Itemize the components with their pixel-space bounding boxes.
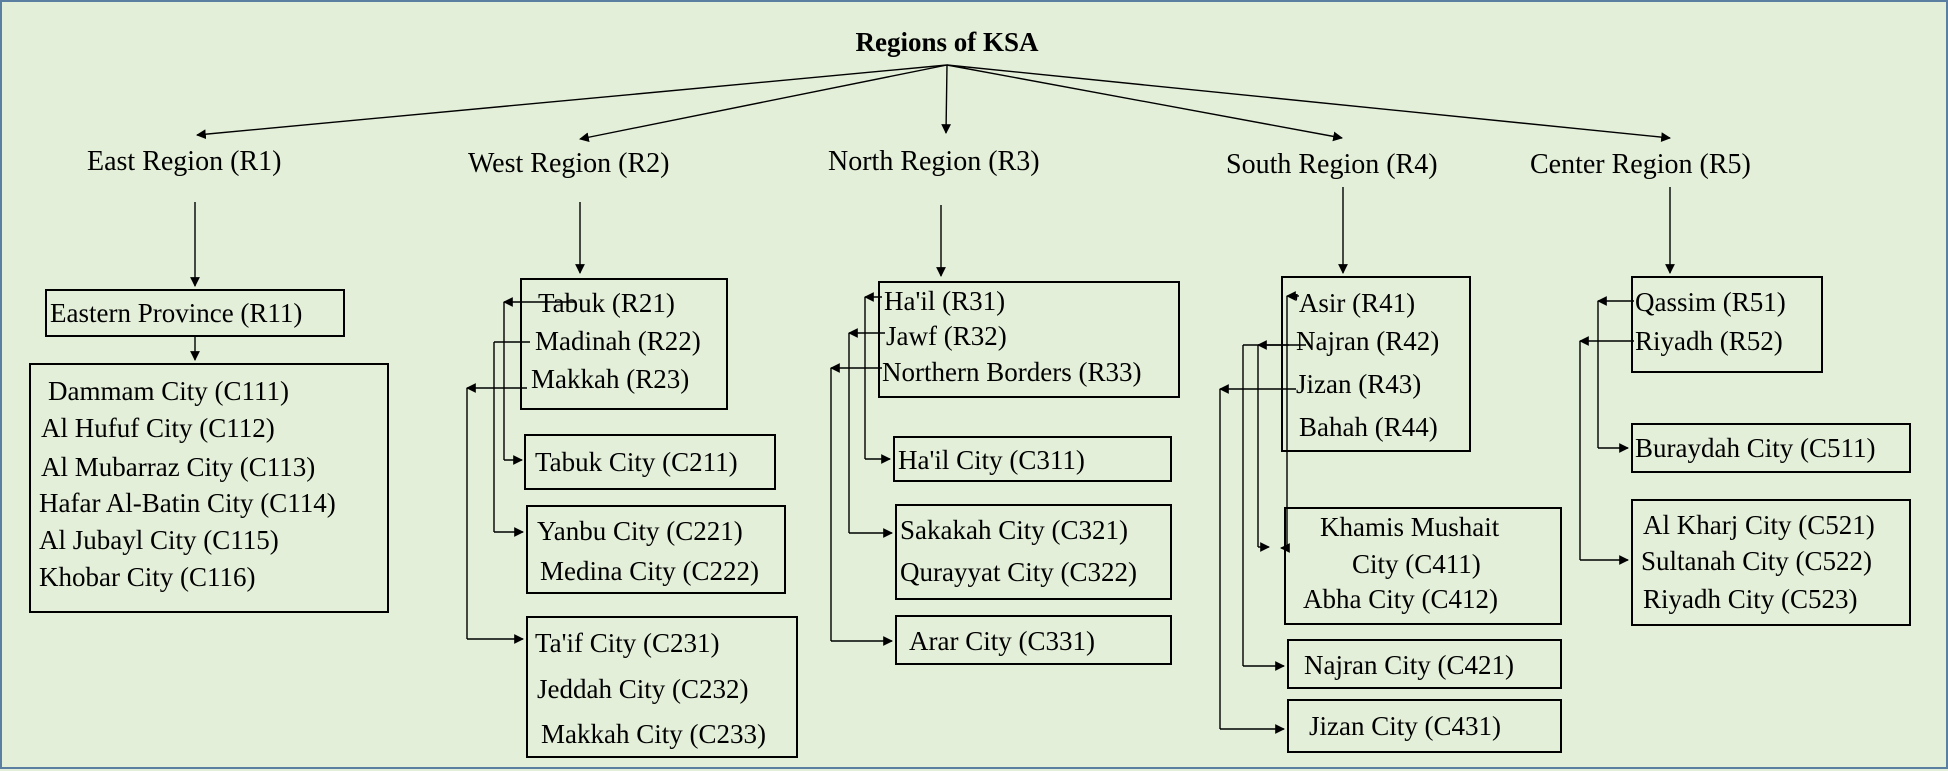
city-dammam: Dammam City (C111) xyxy=(48,376,289,406)
city-box-madinah: Yanbu City (C221) Medina City (C222) xyxy=(526,505,786,594)
subregion-box-west: Tabuk (R21) Madinah (R22) Makkah (R23) xyxy=(520,278,728,410)
region-label-east: East Region (R1) xyxy=(87,146,282,177)
connector-arrow xyxy=(579,64,948,143)
city-najran: Najran City (C421) xyxy=(1304,650,1514,680)
city-buraydah: Buraydah City (C511) xyxy=(1635,433,1876,463)
city-abha: Abha City (C412) xyxy=(1303,584,1498,614)
city-box-jawf: Sakakah City (C321) Qurayyat City (C322) xyxy=(895,504,1172,600)
city-al-hufuf: Al Hufuf City (C112) xyxy=(41,413,275,443)
city-jizan: Jizan City (C431) xyxy=(1309,711,1501,741)
city-box-tabuk: Tabuk City (C211) xyxy=(524,434,776,490)
subregion-box-east: Eastern Province (R11) xyxy=(45,289,345,337)
subregion-jizan: Jizan (R43) xyxy=(1296,369,1422,399)
city-box-asir: Khamis Mushait City (C411) Abha City (C4… xyxy=(1284,507,1562,625)
city-khamis-mushait-line1: Khamis Mushait xyxy=(1320,512,1500,542)
city-tabuk: Tabuk City (C211) xyxy=(535,447,738,477)
subregion-hail: Ha'il (R31) xyxy=(884,286,1006,316)
city-qurayyat: Qurayyat City (C322) xyxy=(900,557,1137,587)
city-box-makkah: Ta'if City (C231) Jeddah City (C232) Mak… xyxy=(526,616,798,758)
subregion-jawf: Jawf (R32) xyxy=(886,321,1007,351)
city-sultanah: Sultanah City (C522) xyxy=(1641,546,1872,576)
city-box-riyadh: Al Kharj City (C521) Sultanah City (C522… xyxy=(1631,499,1911,626)
region-label-west: West Region (R2) xyxy=(468,148,670,179)
subregion-makkah: Makkah (R23) xyxy=(531,364,690,394)
city-khobar: Khobar City (C116) xyxy=(39,562,256,592)
city-hafar-al-batin: Hafar Al-Batin City (C114) xyxy=(39,488,336,518)
city-arar: Arar City (C331) xyxy=(909,626,1095,656)
city-box-northern-borders: Arar City (C331) xyxy=(895,615,1172,665)
connector-arrow xyxy=(946,64,1671,142)
city-makkah: Makkah City (C233) xyxy=(541,719,766,749)
connector-arrow xyxy=(941,64,952,134)
subregion-bahah: Bahah (R44) xyxy=(1299,412,1438,442)
city-sakakah: Sakakah City (C321) xyxy=(900,515,1128,545)
diagram-title: Regions of KSA xyxy=(855,27,1039,57)
subregion-riyadh: Riyadh (R52) xyxy=(1635,326,1783,356)
subregion-qassim: Qassim (R51) xyxy=(1635,287,1786,317)
city-khamis-mushait-line2: City (C411) xyxy=(1352,549,1481,579)
city-jeddah: Jeddah City (C232) xyxy=(537,674,749,704)
subregion-eastern-province: Eastern Province (R11) xyxy=(50,298,303,328)
city-box-qassim: Buraydah City (C511) xyxy=(1631,423,1911,473)
city-al-jubayl: Al Jubayl City (C115) xyxy=(39,525,279,555)
region-label-center: Center Region (R5) xyxy=(1530,149,1751,180)
connector-arrow xyxy=(946,64,1343,142)
region-label-north: North Region (R3) xyxy=(828,146,1040,177)
city-taif: Ta'if City (C231) xyxy=(535,628,720,658)
city-box-jizan: Jizan City (C431) xyxy=(1287,699,1562,753)
subregion-box-center: Qassim (R51) Riyadh (R52) xyxy=(1631,276,1823,373)
city-al-mubarraz: Al Mubarraz City (C113) xyxy=(41,452,316,482)
subregion-asir: 'Asir (R41) xyxy=(1294,288,1416,318)
subregion-northern-borders: Northern Borders (R33) xyxy=(882,357,1142,387)
connector-arrow xyxy=(196,64,948,140)
city-box-hail: Ha'il City (C311) xyxy=(893,436,1172,482)
city-yanbu: Yanbu City (C221) xyxy=(537,516,743,546)
city-box-najran: Najran City (C421) xyxy=(1287,639,1562,689)
city-medina: Medina City (C222) xyxy=(540,556,759,586)
subregion-najran: Najran (R42) xyxy=(1296,326,1440,356)
subregion-tabuk: Tabuk (R21) xyxy=(538,288,675,318)
city-hail: Ha'il City (C311) xyxy=(898,445,1085,475)
region-label-south: South Region (R4) xyxy=(1226,149,1438,180)
city-box-eastern-province: Dammam City (C111) Al Hufuf City (C112) … xyxy=(29,363,389,613)
subregion-box-south: 'Asir (R41) Najran (R42) Jizan (R43) Bah… xyxy=(1281,276,1471,452)
city-al-kharj: Al Kharj City (C521) xyxy=(1643,510,1875,540)
subregion-madinah: Madinah (R22) xyxy=(535,326,701,356)
subregion-box-north: Ha'il (R31) Jawf (R32) Northern Borders … xyxy=(878,281,1180,398)
city-riyadh: Riyadh City (C523) xyxy=(1643,584,1858,614)
